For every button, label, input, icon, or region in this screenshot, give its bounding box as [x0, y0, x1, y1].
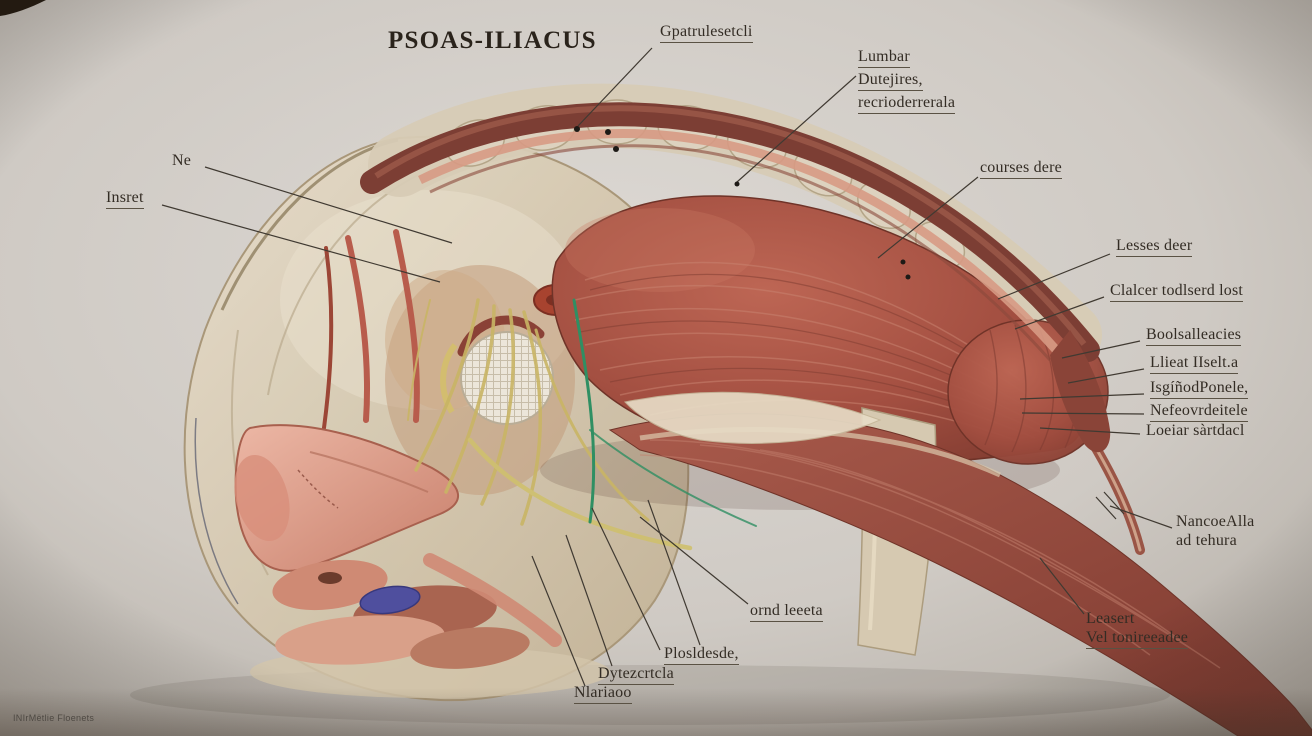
label-nlariaoo: Nlariaoo: [574, 683, 632, 704]
label-ornd-leeeta: ornd leeeta: [750, 601, 823, 622]
label-lumbar-line1: Lumbar: [858, 47, 910, 68]
label-isginod: IsgíñodPonele,: [1150, 378, 1249, 399]
label-leasert-line2: Vel tonireeadee: [1086, 628, 1189, 649]
label-clalcer: Clalcer todlserd lost: [1110, 281, 1244, 302]
label-gpatrulesetcli: Gpatrulesetcli: [660, 22, 753, 43]
label-lesses-deer: Lesses deer: [1116, 236, 1193, 257]
watermark-text: INIrMëtlie Floenets: [13, 713, 95, 723]
label-courses-dere: courses dere: [980, 158, 1062, 179]
label-loeiar: Loeiar sàrtdacl: [1146, 422, 1245, 439]
label-lumbar-group: Lumbar Dutejires, recrioderrerala: [858, 47, 956, 116]
label-nefeovrdeitele: Nefeovrdeitele: [1150, 401, 1248, 422]
label-nancoealla-line1: NancoeAlla: [1176, 513, 1255, 530]
corner-mark: [0, 0, 46, 16]
label-llieat: Llieat IIselt.a: [1150, 353, 1239, 374]
label-nancoealla-line2: ad tehura: [1176, 532, 1237, 549]
label-leasert-line1: Leasert: [1086, 610, 1135, 627]
label-ne: Ne: [172, 152, 192, 169]
label-dytezcrtcla: Dytezcrtcla: [598, 664, 674, 685]
page-title: PSOAS-ILIACUS: [388, 27, 597, 54]
label-plosldesde: Plosldesde,: [664, 644, 739, 665]
label-lumbar-line3: recrioderrerala: [858, 93, 956, 114]
label-lumbar-line2: Dutejires,: [858, 70, 923, 91]
label-insret: Insret: [106, 188, 144, 209]
label-boolsalleacies: Boolsalleacies: [1146, 325, 1242, 346]
label-leasert-group: Leasert Vel tonireeadee: [1086, 609, 1189, 651]
label-nancoealla-group: NancoeAlla ad tehura: [1176, 512, 1254, 550]
